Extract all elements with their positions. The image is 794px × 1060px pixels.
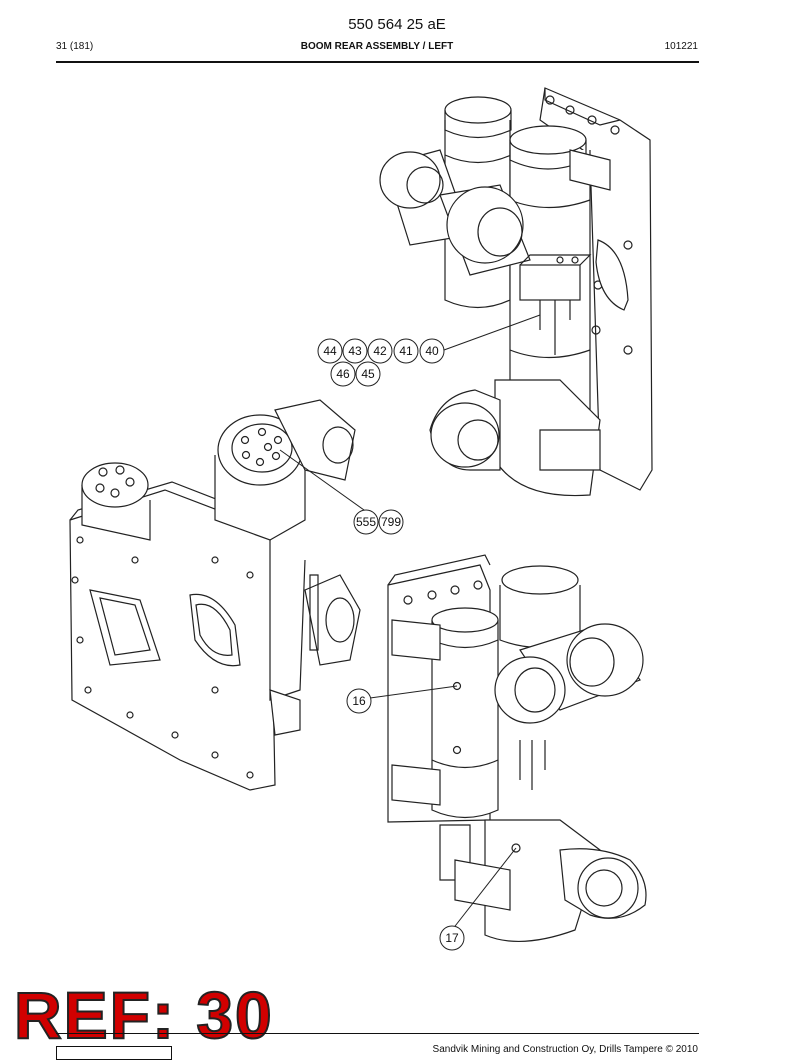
callout-label: 41 xyxy=(399,344,413,358)
header-rule xyxy=(56,61,699,63)
callout-circle xyxy=(419,338,445,364)
callout-circle xyxy=(346,688,372,714)
callout-label: 17 xyxy=(445,931,459,945)
callout-circle xyxy=(330,361,356,387)
header-row: 31 (181) BOOM REAR ASSEMBLY / LEFT 10122… xyxy=(56,41,698,55)
callout-label: 45 xyxy=(361,367,375,381)
callout-label: 44 xyxy=(323,344,337,358)
callout-label: 40 xyxy=(425,344,439,358)
callout-circle xyxy=(367,338,393,364)
page-title: BOOM REAR ASSEMBLY / LEFT xyxy=(300,41,454,52)
document-number: 550 564 25 aE xyxy=(348,16,446,33)
callout-circle xyxy=(393,338,419,364)
leader-lines xyxy=(279,314,541,931)
callout-label: 42 xyxy=(373,344,387,358)
callout-label: 16 xyxy=(352,694,366,708)
callout-circle xyxy=(353,509,379,535)
footer-copyright: Sandvik Mining and Construction Oy, Dril… xyxy=(432,1044,698,1055)
callout-circle xyxy=(317,338,343,364)
callout-label: 799 xyxy=(381,515,401,529)
page-info: 31 (181) xyxy=(56,41,94,52)
callout-circle xyxy=(378,509,404,535)
assembly-view-bottom xyxy=(387,554,647,942)
callout-circle xyxy=(439,925,465,951)
assembly-view-left xyxy=(69,399,361,791)
callout-label: 46 xyxy=(336,367,350,381)
assembly-view-top xyxy=(379,87,653,497)
callout-label: 555 xyxy=(356,515,376,529)
callout-label: 43 xyxy=(348,344,362,358)
logo-box xyxy=(56,1046,172,1060)
revision-code: 101221 xyxy=(664,41,698,52)
footer-rule xyxy=(56,1033,699,1034)
callout-circle xyxy=(355,361,381,387)
callout-circle xyxy=(342,338,368,364)
callout-labels: 44 43 42 41 40 46 45 555 799 16 17 xyxy=(323,344,459,945)
ref-stamp: REF: 30 xyxy=(13,978,274,1052)
callout-balloons xyxy=(317,338,465,951)
